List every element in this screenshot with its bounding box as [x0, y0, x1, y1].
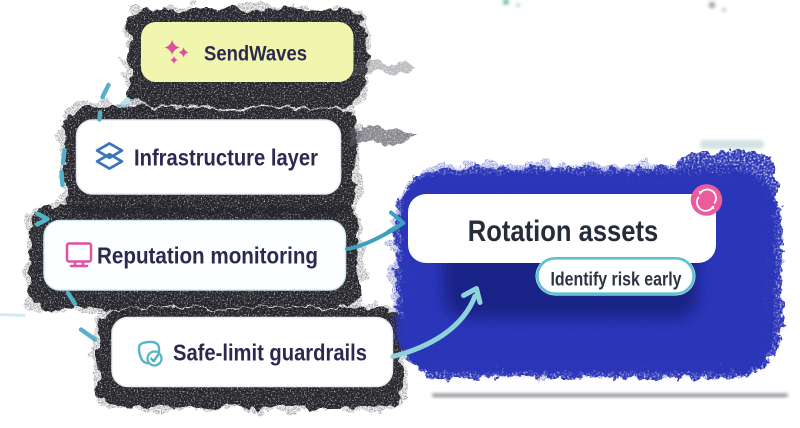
svg-text:Reputation monitoring: Reputation monitoring: [97, 243, 318, 269]
svg-text:SendWaves: SendWaves: [204, 43, 307, 66]
svg-text:Identify risk early: Identify risk early: [551, 269, 682, 290]
svg-text:Infrastructure layer: Infrastructure layer: [134, 145, 318, 171]
svg-text:Safe-limit guardrails: Safe-limit guardrails: [173, 340, 367, 366]
svg-text:Rotation assets: Rotation assets: [468, 215, 659, 248]
